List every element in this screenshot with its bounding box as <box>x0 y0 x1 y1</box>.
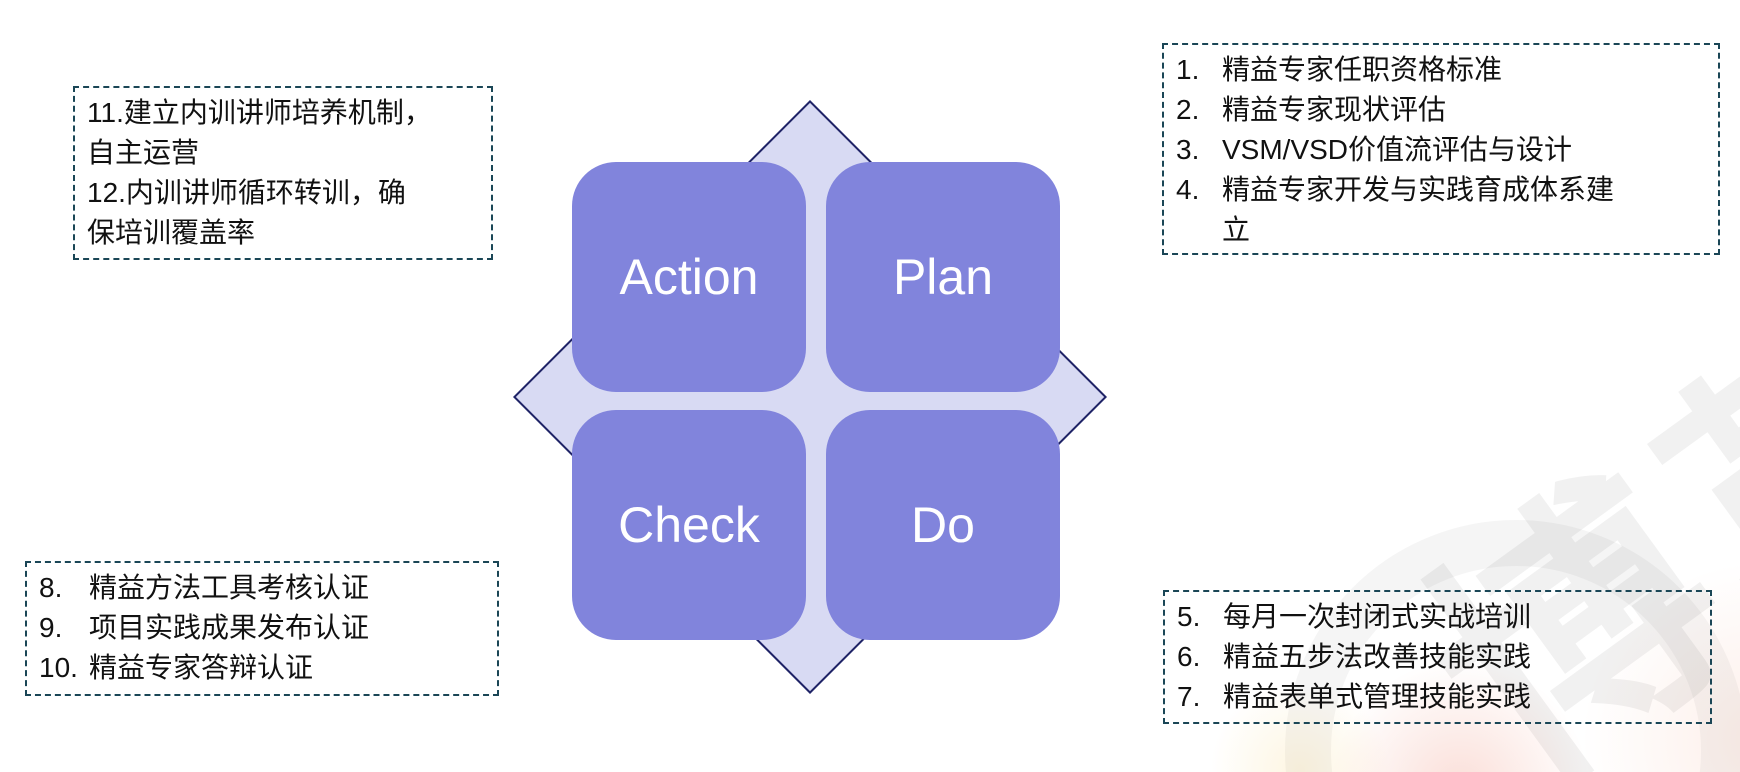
quadrant-action: Action <box>572 162 806 392</box>
quadrant-plan-label: Plan <box>892 249 994 305</box>
note-text-line: 10. 精益专家答辩认证 <box>39 648 485 688</box>
note-line-text: 每月一次封闭式实战培训 <box>1223 601 1532 632</box>
note-line-text: 精益专家开发与实践育成体系建 <box>1222 174 1615 205</box>
quadrant-plan: Plan <box>826 162 1060 392</box>
do-notes-box: 5. 每月一次封闭式实战培训 6. 精益五步法改善技能实践 7. 精益表单式管理技能实践 <box>1163 590 1712 724</box>
note-line-text: 精益专家任职资格标准 <box>1222 54 1503 85</box>
note-line-number: 1. <box>1176 54 1200 85</box>
check-notes-box: 8. 精益方法工具考核认证 9. 项目实践成果发布认证 10. 精益专家答辩认证 <box>25 561 499 696</box>
note-text-line: 立 <box>1222 214 1251 245</box>
note-text-line: 自主运营 <box>87 137 200 168</box>
note-text-line: 3. VSM/VSD价值流评估与设计 <box>1176 130 1706 170</box>
note-text-line: 7. 精益表单式管理技能实践 <box>1177 677 1698 717</box>
note-line-number: 6. <box>1177 641 1201 672</box>
note-line-number: 4. <box>1176 174 1200 205</box>
note-text-line: 1. 精益专家任职资格标准 <box>1176 50 1706 90</box>
quadrant-do: Do <box>826 410 1060 640</box>
note-line-text: 精益五步法改善技能实践 <box>1223 641 1532 672</box>
note-text-line: 12.内训讲师循环转训，确 <box>87 177 406 208</box>
note-line-text: 精益方法工具考核认证 <box>89 572 370 603</box>
note-text-line: 11.建立内训讲师培养机制， <box>87 97 432 128</box>
note-line-number: 7. <box>1177 681 1201 712</box>
note-line-number: 10. <box>39 652 78 683</box>
note-line-text: VSM/VSD价值流评估与设计 <box>1222 134 1573 165</box>
note-line-number: 9. <box>39 612 63 643</box>
note-text-line: 2. 精益专家现状评估 <box>1176 90 1706 130</box>
note-line-number: 2. <box>1176 94 1200 125</box>
note-line-text: 精益专家现状评估 <box>1222 94 1447 125</box>
note-text-line: 保培训覆盖率 <box>87 217 256 248</box>
quadrant-do-label: Do <box>911 497 975 553</box>
quadrant-check: Check <box>572 410 806 640</box>
note-line-text: 项目实践成果发布认证 <box>89 612 370 643</box>
note-text-line: 8. 精益方法工具考核认证 <box>39 568 485 608</box>
note-line-number: 5. <box>1177 601 1201 632</box>
plan-notes-box: 1. 精益专家任职资格标准 2. 精益专家现状评估 3. VSM/VSD价值流评估与设计 4… <box>1162 43 1720 255</box>
quadrant-action-label: Action <box>619 249 759 305</box>
note-text-line: 4. 精益专家开发与实践育成体系建 <box>1176 170 1706 210</box>
note-line-number: 3. <box>1176 134 1200 165</box>
note-line-text: 精益表单式管理技能实践 <box>1223 681 1532 712</box>
note-line-text: 精益专家答辩认证 <box>89 652 314 683</box>
action-notes-box: 11.建立内训讲师培养机制， 自主运营 12.内训讲师循环转训，确保培训覆盖率 <box>73 86 493 260</box>
note-text-line: 5. 每月一次封闭式实战培训 <box>1177 597 1698 637</box>
note-text-line: 6. 精益五步法改善技能实践 <box>1177 637 1698 677</box>
note-line-number: 8. <box>39 572 63 603</box>
quadrant-check-label: Check <box>618 497 760 553</box>
note-text-line: 9. 项目实践成果发布认证 <box>39 608 485 648</box>
